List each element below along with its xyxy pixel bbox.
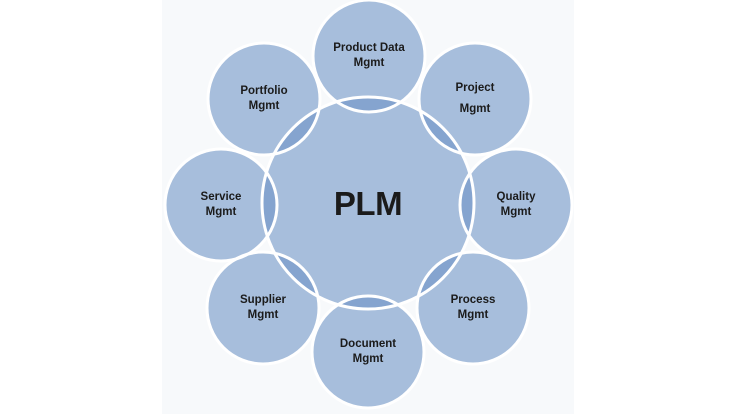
circle-fills <box>165 0 572 408</box>
circle-portfolio-mgmt-outline <box>206 41 322 157</box>
circle-process-mgmt-fill <box>417 252 529 364</box>
circle-service-mgmt-outline <box>163 147 279 263</box>
circle-document-mgmt-fill <box>312 296 424 408</box>
circle-project-mgmt-fill <box>419 43 531 155</box>
circle-plm-fill <box>262 97 474 309</box>
circle-outlines <box>163 0 574 410</box>
circle-process-mgmt-outline <box>415 250 531 366</box>
circle-quality-mgmt-fill <box>460 149 572 261</box>
circle-product-data-mgmt-outline <box>311 0 427 114</box>
circle-quality-mgmt-outline <box>458 147 574 263</box>
circle-supplier-mgmt-outline <box>205 250 321 366</box>
circle-plm-outline <box>260 95 476 311</box>
circle-product-data-mgmt-fill <box>313 0 425 112</box>
circle-project-mgmt-outline <box>417 41 533 157</box>
circle-service-mgmt-fill <box>165 149 277 261</box>
circle-supplier-mgmt-fill <box>207 252 319 364</box>
circle-document-mgmt-outline <box>310 294 426 410</box>
